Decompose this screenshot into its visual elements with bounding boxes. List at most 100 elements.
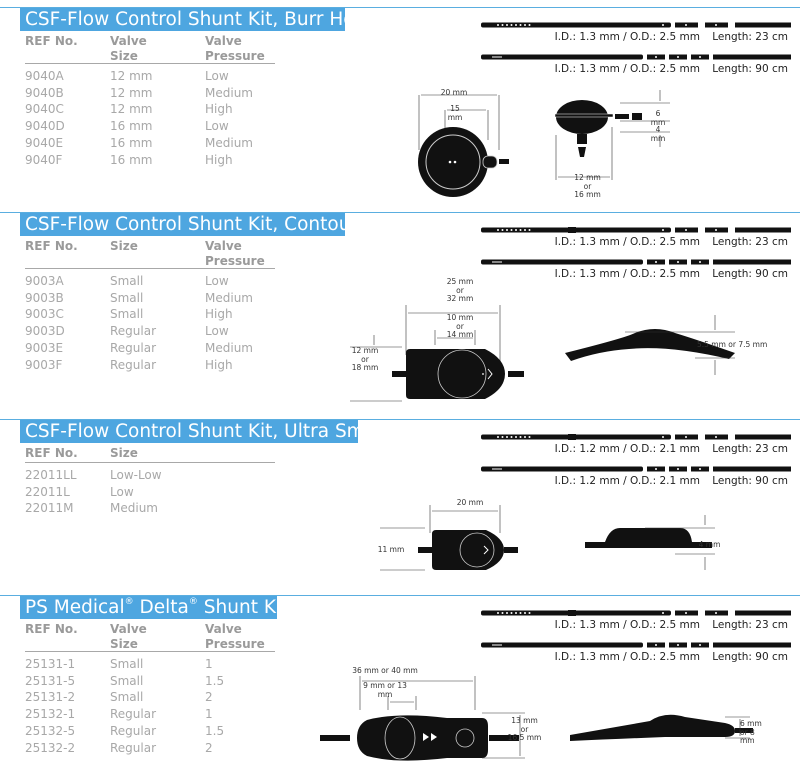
catheter-spec: I.D.: 1.3 mm / O.D.: 2.5 mm bbox=[554, 63, 700, 75]
catheter-spec: I.D.: 1.3 mm / O.D.: 2.5 mm bbox=[554, 651, 700, 663]
valve-size: 16 mm bbox=[110, 152, 153, 167]
peritoneal-catheter-drawing bbox=[481, 466, 791, 472]
section-title: CSF-Flow Control Shunt Kit, Burr Hole bbox=[20, 8, 371, 31]
dimension-label: 12 mm or 18 mm bbox=[351, 346, 379, 372]
column-header: Valve bbox=[110, 34, 147, 48]
catheter-spec: I.D.: 1.3 mm / O.D.: 2.5 mm bbox=[554, 236, 700, 248]
column-header: Valve bbox=[205, 239, 242, 253]
valve-pressure: 2 bbox=[205, 690, 213, 705]
header-rule bbox=[25, 63, 275, 64]
valve-size: Regular bbox=[110, 340, 157, 355]
dimension-label: 4 mm bbox=[698, 540, 721, 549]
ref-number: 9040E bbox=[25, 135, 64, 150]
valve-size: Medium bbox=[110, 501, 158, 516]
catheter-spec: I.D.: 1.2 mm / O.D.: 2.1 mm bbox=[554, 443, 700, 455]
ref-number: 25132-5 bbox=[25, 723, 76, 738]
dimension-label: 20 mm bbox=[456, 498, 484, 507]
ref-number: 22011M bbox=[25, 501, 74, 516]
ultra-small-valve-top-view bbox=[380, 505, 518, 571]
header-rule bbox=[25, 268, 275, 269]
section-divider bbox=[0, 7, 800, 8]
ref-number: 9040C bbox=[25, 102, 64, 117]
valve-size: Low-Low bbox=[110, 468, 162, 482]
valve-pressure: Medium bbox=[205, 85, 253, 100]
valve-pressure: Low bbox=[205, 274, 229, 288]
title-part: PS Medical bbox=[25, 597, 125, 618]
ref-number: 9040F bbox=[25, 152, 63, 167]
valve-size: Small bbox=[110, 307, 144, 322]
dimension-label: 12 mm or 16 mm bbox=[574, 173, 601, 199]
valve-pressure: 1.5 bbox=[205, 723, 225, 738]
ultra-small-valve-side-view bbox=[565, 515, 715, 570]
valve-pressure: Medium bbox=[205, 290, 253, 305]
valve-pressure: 1 bbox=[205, 657, 213, 671]
peritoneal-catheter-drawing bbox=[481, 259, 791, 265]
section-title: CSF-Flow Control Shunt Kit, Contoured bbox=[20, 213, 381, 236]
column-header: Valve bbox=[110, 622, 147, 636]
column-header: Size bbox=[110, 239, 138, 253]
ventricular-catheter-drawing bbox=[481, 22, 791, 28]
dimension-label: 4 mm bbox=[650, 125, 666, 143]
catheter-length: Length: 90 cm bbox=[712, 651, 788, 663]
registered-mark: ® bbox=[188, 597, 198, 607]
catheter-length: Length: 23 cm bbox=[712, 236, 788, 248]
section-divider bbox=[0, 419, 800, 420]
dimension-label: 9 mm or 13 mm bbox=[363, 681, 407, 699]
valve-pressure: Low bbox=[205, 69, 229, 83]
column-header: Size bbox=[110, 446, 138, 460]
valve-size: Regular bbox=[110, 740, 157, 755]
section-title: PS Medical® Delta® Shunt Kit bbox=[20, 596, 288, 619]
column-header: REF No. bbox=[25, 34, 78, 48]
ref-number: 9040A bbox=[25, 69, 64, 83]
ref-number: 22011LL bbox=[25, 468, 77, 482]
delta-valve-top-view bbox=[320, 676, 525, 761]
valve-size: Small bbox=[110, 657, 144, 671]
dimension-label: 36 mm or 40 mm bbox=[352, 666, 418, 675]
column-header: Valve bbox=[205, 34, 242, 48]
delta-valve-side-view bbox=[570, 714, 753, 741]
column-header: REF No. bbox=[25, 446, 78, 460]
valve-pressure: High bbox=[205, 357, 233, 372]
peritoneal-catheter-drawing bbox=[481, 642, 791, 648]
dimension-label: 10 mm or 14 mm bbox=[446, 313, 474, 339]
catheter-spec: I.D.: 1.2 mm / O.D.: 2.1 mm bbox=[554, 475, 700, 487]
catheter-length: Length: 90 cm bbox=[712, 268, 788, 280]
valve-pressure: Medium bbox=[205, 135, 253, 150]
ref-number: 25131-5 bbox=[25, 673, 76, 688]
valve-pressure: High bbox=[205, 102, 233, 117]
valve-size: Regular bbox=[110, 707, 157, 722]
valve-size: 12 mm bbox=[110, 69, 153, 83]
ref-number: 25131-1 bbox=[25, 657, 76, 671]
valve-size: 12 mm bbox=[110, 102, 153, 117]
ref-number: 25132-2 bbox=[25, 740, 76, 755]
valve-size: Low bbox=[110, 484, 134, 499]
ref-number: 9040D bbox=[25, 119, 65, 134]
peritoneal-catheter-drawing bbox=[481, 54, 791, 60]
ref-number: 9003F bbox=[25, 357, 63, 372]
ventricular-catheter-drawing bbox=[481, 610, 791, 616]
section-title: CSF-Flow Control Shunt Kit, Ultra Small bbox=[20, 420, 386, 443]
ventricular-catheter-drawing bbox=[481, 434, 791, 440]
title-part: Shunt Kit bbox=[197, 597, 289, 618]
catheter-spec: I.D.: 1.3 mm / O.D.: 2.5 mm bbox=[554, 619, 700, 631]
valve-pressure: 1 bbox=[205, 707, 213, 722]
valve-size: Small bbox=[110, 290, 144, 305]
dimension-label: 20 mm bbox=[440, 88, 468, 97]
dimension-label: 5.5 mm or 7.5 mm bbox=[697, 340, 768, 349]
dimension-label: 6 mm bbox=[650, 109, 666, 127]
valve-size: 12 mm bbox=[110, 85, 153, 100]
ref-number: 9003C bbox=[25, 307, 64, 322]
valve-size: 16 mm bbox=[110, 135, 153, 150]
ref-number: 22011L bbox=[25, 484, 70, 499]
ref-number: 9040B bbox=[25, 85, 64, 100]
column-header: REF No. bbox=[25, 622, 78, 636]
valve-size: Small bbox=[110, 673, 144, 688]
valve-size: Small bbox=[110, 274, 144, 288]
header-rule bbox=[25, 651, 275, 652]
column-header: Size bbox=[110, 637, 138, 651]
catheter-spec: I.D.: 1.3 mm / O.D.: 2.5 mm bbox=[554, 268, 700, 280]
registered-mark: ® bbox=[124, 597, 134, 607]
ref-number: 9003E bbox=[25, 340, 64, 355]
valve-pressure: Low bbox=[205, 119, 229, 134]
catheter-length: Length: 90 cm bbox=[712, 63, 788, 75]
